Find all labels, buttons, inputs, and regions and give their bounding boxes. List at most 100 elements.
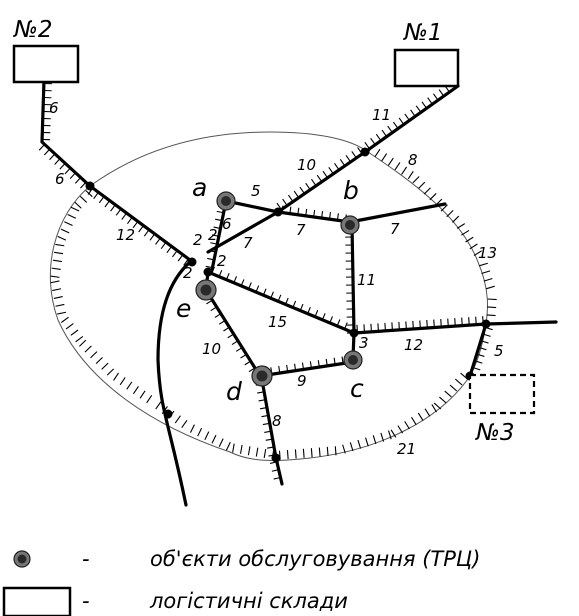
hatch-tick [390, 429, 397, 438]
hatch-tick [78, 339, 87, 347]
hatch-tick [126, 381, 133, 390]
hatch-tick [446, 210, 454, 218]
hatch-tick [481, 270, 491, 275]
hatch-tick [214, 313, 222, 318]
hatch-tick [433, 319, 435, 328]
hatch-tick [404, 113, 410, 121]
hatch-tick [487, 306, 497, 309]
hatch-tick [321, 211, 324, 219]
hatch-tick [286, 450, 289, 460]
object-a-marker [216, 191, 236, 211]
hatch-tick [412, 320, 414, 329]
hatch-tick [485, 285, 495, 290]
hatch-tick [50, 275, 60, 278]
edge-label: 7 [296, 221, 306, 239]
hatch-tick [454, 318, 456, 327]
hatch-tick [316, 174, 323, 183]
road-hatch [38, 81, 493, 480]
hatch-tick [289, 206, 292, 214]
hatch-tick [239, 444, 243, 454]
hatch-tick [423, 187, 431, 195]
hatch-tick [172, 250, 178, 258]
hatch-tick [218, 320, 226, 325]
hatch-tick [483, 278, 493, 282]
hatch-tick [286, 364, 289, 372]
hatch-tick [454, 378, 463, 386]
hatch-tick [424, 408, 431, 417]
hatch-tick [183, 258, 189, 266]
hatch-tick [322, 170, 328, 179]
hatch-tick [218, 269, 223, 277]
object-d-marker [251, 365, 273, 387]
hatch-tick [364, 141, 370, 150]
edge-labels: 6 6 12 11 10 8 5 6 7 7 7 13 11 2 2 2 2 1… [49, 99, 504, 458]
hatch-tick [321, 313, 326, 321]
edge-label: 2 [208, 226, 218, 244]
legend-object-marker [13, 550, 31, 568]
hatch-tick [479, 262, 488, 267]
hatch-tick [328, 166, 334, 175]
hatch-tick [452, 215, 460, 223]
legend-dash: - [82, 589, 90, 613]
hatch-tick [218, 438, 224, 447]
hatch-tick [206, 299, 213, 305]
hatch-tick [132, 221, 139, 229]
junction-node [203, 267, 213, 277]
warehouse-1-label: №1 [402, 20, 443, 46]
hatch-tick [391, 322, 393, 331]
hatch-tick [299, 303, 304, 311]
legend-dash: - [82, 547, 90, 571]
hatch-tick [475, 316, 477, 325]
junction-node [273, 207, 283, 217]
hatch-tick [421, 101, 428, 109]
hatch-tick [449, 384, 458, 392]
hatch-tick [314, 310, 319, 317]
hatch-tick [166, 246, 173, 254]
hatch-tick [294, 449, 297, 459]
hatch-tick [387, 430, 392, 440]
hatch-tick [90, 351, 98, 359]
hatch-tick [297, 207, 300, 215]
hatch-tick [404, 421, 410, 430]
hatch-tick [232, 443, 235, 453]
edge-label: 15 [268, 313, 287, 331]
hatch-tick [55, 303, 65, 307]
hatch-tick [84, 345, 92, 353]
legend-warehouses-text: логістичні склади [149, 589, 348, 613]
object-c-marker [343, 350, 363, 370]
hatch-tick [121, 212, 128, 220]
junction-node [85, 181, 95, 191]
edge-label: 2 [193, 231, 203, 249]
hatch-tick [79, 195, 88, 203]
hatch-tick [215, 218, 223, 222]
hatch-tick [478, 346, 487, 351]
hatch-tick [101, 362, 109, 370]
hatch-tick [431, 404, 438, 413]
hatch-tick [412, 176, 420, 184]
hatch-tick [54, 158, 61, 165]
legend: - об'єкти обслуговування (ТРЦ) - логісти… [2, 547, 480, 616]
hatch-tick [433, 402, 442, 410]
hatch-tick [160, 241, 167, 249]
hatch-tick [282, 198, 288, 206]
hatch-tick [53, 296, 63, 299]
hatch-tick [43, 148, 51, 156]
hatch-tick [205, 265, 213, 269]
edge-label: 5 [251, 182, 261, 200]
hatch-tick [257, 391, 265, 394]
edge-label: 6 [55, 170, 65, 188]
road-b-east [348, 202, 447, 224]
edge-label: 8 [272, 412, 282, 430]
edge-label: 13 [478, 244, 497, 262]
hatch-tick [293, 190, 300, 199]
hatch-tick [65, 323, 74, 330]
hatch-tick [397, 425, 404, 434]
hatch-tick [223, 326, 230, 332]
edge-label: 7 [390, 220, 400, 238]
hatch-tick [444, 390, 452, 398]
hatch-tick [267, 446, 275, 449]
hatch-tick [299, 186, 305, 195]
edge-label: 5 [494, 342, 504, 360]
hatch-tick [401, 166, 408, 175]
